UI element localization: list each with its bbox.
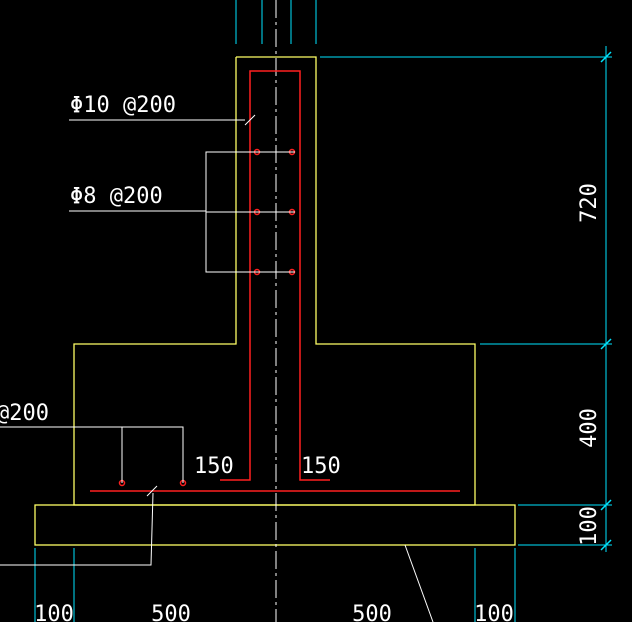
leader-top-tick: [244, 114, 256, 126]
wall-and-base-outline: [73, 56, 476, 506]
tick-base-top: [600, 338, 612, 350]
concrete-outline: [34, 56, 516, 546]
tick-footing-bottom: [600, 539, 612, 551]
dim-footing-height: 100: [577, 506, 602, 546]
tick-stem-top: [600, 51, 612, 63]
dimension-ticks: [600, 51, 612, 551]
dim-right-heel: 500: [352, 602, 392, 622]
leader-base: [0, 426, 184, 483]
dim-left-margin: 100: [34, 602, 74, 622]
extension-lines: [34, 0, 612, 622]
leader-base-tick: [146, 485, 158, 497]
label-rebar-mid: Φ8 @200: [70, 184, 163, 209]
tick-footing-top: [600, 499, 612, 511]
leader-base-lower: [0, 492, 154, 566]
leader-lines: [0, 114, 434, 622]
rebar: [90, 70, 460, 492]
label-rebar-base: @200: [0, 401, 49, 426]
dim-right-margin: 100: [474, 602, 514, 622]
label-rebar-top: Φ10 @200: [70, 93, 176, 118]
dim-stem-height: 720: [577, 183, 602, 223]
footing-outline: [34, 504, 516, 546]
label-hook-right: 150: [301, 454, 341, 479]
dim-base-height: 400: [577, 408, 602, 448]
leader-break-line: [404, 544, 434, 622]
label-hook-left: 150: [194, 454, 234, 479]
wall-rebar-cage: [220, 70, 330, 481]
dim-left-toe: 500: [151, 602, 191, 622]
